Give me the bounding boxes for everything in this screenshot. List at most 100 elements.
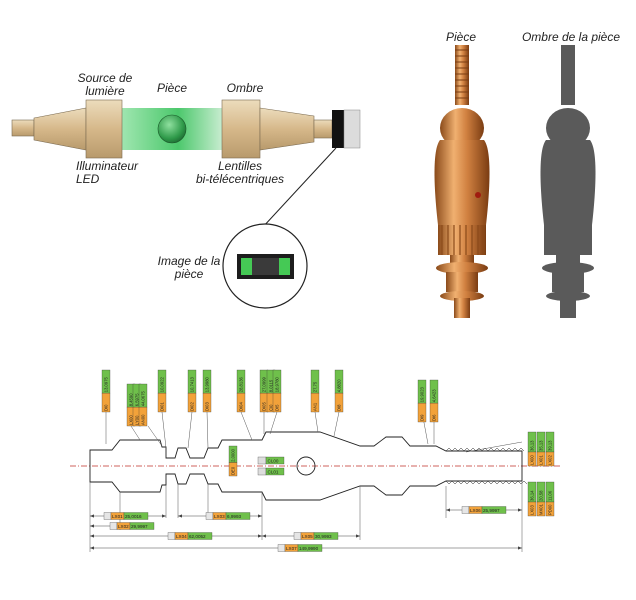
dimension-value: 6,5975 bbox=[135, 393, 140, 406]
technical-drawing bbox=[70, 411, 560, 552]
dimension-value: 10,7413 bbox=[190, 376, 195, 392]
dimension-value: 8,0115 bbox=[269, 379, 274, 392]
piece-image-label: Image de la pièce bbox=[157, 254, 221, 281]
dimension-code: LX00 bbox=[129, 415, 134, 425]
dimension-value: 36,13 bbox=[530, 440, 535, 451]
dimension-code: LX07 bbox=[286, 546, 297, 551]
dimension-value: 8,4590 bbox=[129, 393, 134, 406]
dimension-value: 30,9993 bbox=[315, 534, 332, 539]
dimension-value: 149,9990 bbox=[299, 546, 319, 551]
light-source-label: Source de lumière bbox=[77, 71, 133, 98]
dimension-value: 35,13 bbox=[539, 440, 544, 451]
lenses-label: Lentilles bi-télécentriques bbox=[195, 159, 285, 186]
dimension-value: 39,13 bbox=[548, 440, 553, 451]
piece-shadow-silhouette bbox=[540, 45, 596, 318]
leader-lines bbox=[105, 411, 523, 453]
dimension-code: DI04 bbox=[239, 401, 244, 411]
piece-ball bbox=[157, 114, 187, 144]
dimension-code: AN1 bbox=[313, 402, 318, 411]
dimension-code: LX03 bbox=[214, 514, 225, 519]
dimension-code: CI0 bbox=[269, 404, 274, 411]
dimension-code: LX02 bbox=[548, 455, 553, 465]
dimension-code: MX01 bbox=[539, 503, 544, 515]
dimension-value: 27,75 bbox=[313, 381, 318, 392]
dimension-value: 2,0000 bbox=[231, 448, 236, 461]
telecentric-lens-housing bbox=[221, 99, 261, 159]
dimension-value: 25,0016 bbox=[125, 514, 142, 519]
dimension-value: 18,9780 bbox=[275, 376, 280, 392]
dimension-value: 13,9980 bbox=[205, 376, 210, 392]
dimension-code: DI0 bbox=[104, 404, 109, 411]
dimension-value: 62,0052 bbox=[189, 534, 206, 539]
dimension-value: 25,9997 bbox=[483, 508, 500, 513]
shadow-label: Ombre bbox=[226, 81, 264, 95]
dimension-value: 10,0922 bbox=[160, 376, 165, 392]
dimension-value: 29,9997 bbox=[131, 524, 148, 529]
dimension-value: 20,58 bbox=[539, 490, 544, 501]
piece-shadow-label: Ombre de la pièce bbox=[521, 30, 621, 44]
camera-sensor-face bbox=[343, 109, 361, 149]
piece-label: Pièce bbox=[156, 81, 188, 95]
dimension-value: 36,14 bbox=[530, 490, 535, 501]
dimension-value: 44,0675 bbox=[141, 390, 146, 406]
piece-photo-label: Pièce bbox=[445, 30, 477, 44]
dimension-code: LX01 bbox=[112, 514, 123, 519]
dimension-code: DE0 bbox=[231, 466, 236, 475]
sensor-image-green-left bbox=[241, 258, 252, 275]
dimension-code: PD00 bbox=[548, 504, 553, 515]
dimension-value: 4,8820 bbox=[337, 379, 342, 392]
dimension-code: LX05 bbox=[302, 534, 313, 539]
dimension-code: AN00 bbox=[141, 414, 146, 425]
optical-schematic bbox=[11, 99, 361, 309]
dimension-code: DI03 bbox=[205, 401, 210, 411]
piece-photo bbox=[434, 45, 490, 318]
circle-code: CL01 bbox=[268, 469, 279, 474]
dimension-code: LX04 bbox=[176, 534, 187, 539]
dimension-code: LX00 bbox=[530, 455, 535, 465]
dimension-code: LX01 bbox=[539, 455, 544, 465]
dimension-code: DI8 bbox=[337, 404, 342, 411]
dimension-value: 6,9993 bbox=[227, 514, 241, 519]
led-illuminator-label: Illuminateur LED bbox=[76, 159, 139, 186]
circle-tag: CL00 bbox=[257, 456, 285, 465]
dimension-value: 13,0975 bbox=[104, 376, 109, 392]
dimension-value: 19,9023 bbox=[420, 386, 425, 402]
dimension-value: 28,8136 bbox=[239, 376, 244, 392]
dimension-code: LX03 bbox=[530, 505, 535, 515]
circle-code: CL00 bbox=[268, 458, 279, 463]
circle-tag: CL01 bbox=[257, 467, 285, 476]
dimension-code: DI05 bbox=[262, 401, 267, 411]
dimension-value: 27,0999 bbox=[262, 376, 267, 392]
dimension-code: LY00 bbox=[135, 415, 140, 425]
dimension-code: DI01 bbox=[160, 401, 165, 411]
sensor-image-shadow bbox=[252, 258, 279, 275]
sensor-image-green-right bbox=[279, 258, 290, 275]
dimension-value: 4,6423 bbox=[432, 389, 437, 402]
dimension-code: DI6 bbox=[432, 414, 437, 421]
